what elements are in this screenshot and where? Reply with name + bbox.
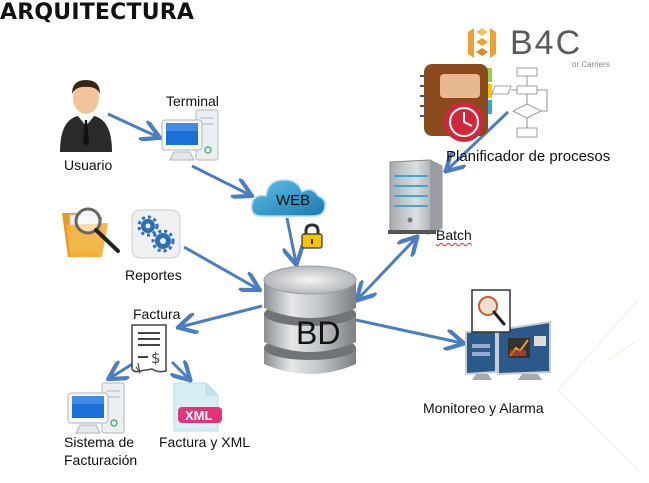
user-businessman-icon	[60, 80, 112, 152]
logo-text: B4C	[510, 24, 582, 62]
arrow-bd-factura	[180, 304, 263, 327]
arrow-web-bd	[287, 217, 296, 263]
terminal-label: Terminal	[166, 93, 219, 109]
xml-badge-text: XML	[185, 408, 213, 423]
invoice-document-icon: $	[131, 324, 167, 374]
arrow-factura-xml	[172, 362, 189, 379]
watermark-shape	[556, 299, 639, 471]
svg-text:$: $	[151, 349, 161, 367]
database-icon	[263, 265, 357, 374]
arrow-reportes-bd	[183, 245, 258, 289]
web-label: WEB	[276, 192, 311, 209]
monitoreo-label: Monitoreo y Alarma	[423, 400, 544, 416]
factura-label: Factura	[133, 306, 181, 322]
flowchart-icon	[491, 67, 548, 138]
factura-xml-label: Factura y XML	[159, 434, 251, 450]
logo-tagline: or Carriers	[572, 60, 610, 69]
folder-search-icon	[62, 207, 120, 257]
arrow-terminal-web	[191, 164, 250, 195]
xml-file-icon: XML	[173, 382, 222, 432]
arrow-usuario-terminal	[107, 112, 158, 137]
hexagon-stack-logo-icon	[468, 28, 496, 58]
cloud-icon	[250, 179, 326, 217]
padlock-icon	[301, 223, 323, 249]
batch-label: Batch	[436, 227, 472, 243]
monitoring-screens-icon	[465, 289, 551, 380]
gears-icon	[131, 209, 181, 259]
sistema-facturacion-label-line2: Facturación	[64, 452, 138, 468]
b4c-logo: B4C or Carriers	[468, 24, 610, 69]
desktop-computer-icon	[161, 109, 219, 161]
server-tower-icon	[388, 159, 443, 235]
arrow-bd-monitoreo	[355, 318, 462, 343]
usuario-label: Usuario	[64, 157, 113, 173]
bd-label: BD	[296, 315, 341, 351]
reportes-label: Reportes	[125, 267, 182, 283]
planner-clock-icon	[420, 64, 492, 142]
diagram-title: ARQUITECTURA	[0, 0, 195, 25]
desktop-computer-icon	[67, 382, 125, 434]
arrow-batch-bd	[358, 238, 416, 299]
planificador-label: Planificador de procesos	[446, 148, 611, 165]
arrow-factura-sistema	[110, 363, 135, 378]
arrow-planificador-batch	[447, 110, 510, 170]
sistema-facturacion-label-line1: Sistema de	[64, 434, 135, 450]
